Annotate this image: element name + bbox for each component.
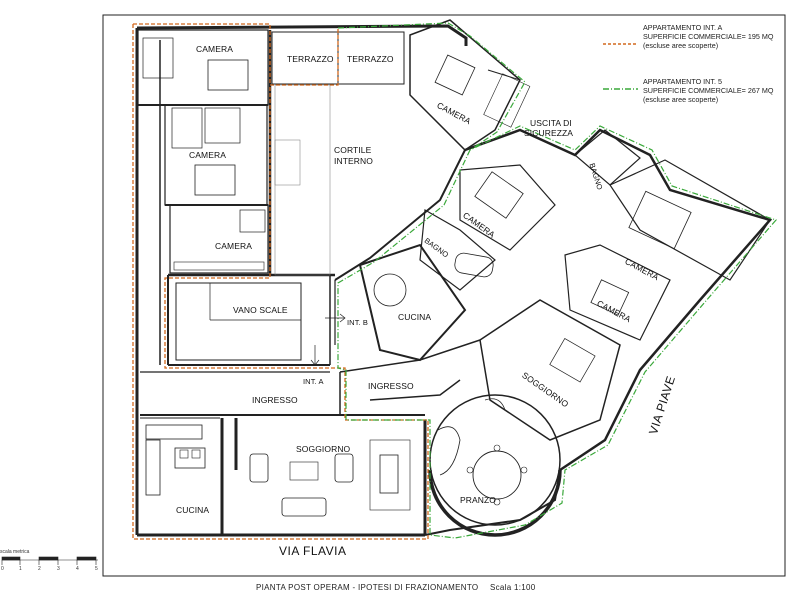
legend-a-area: SUPERFICIE COMMERCIALE= 195 MQ [643,32,774,41]
boundary-int-a [132,23,429,540]
room-label-int-a: INT. A [303,377,324,386]
room-label-sicurezza: SICUREZZA [524,128,574,138]
footer-scale: Scala 1:100 [490,583,536,592]
room-label-vano-scale: VANO SCALE [233,305,288,315]
room-label-cucina-left: CUCINA [176,505,210,515]
legend-b-title: APPARTAMENTO INT. 5 [643,77,722,86]
room-label-int-b: INT. B [347,318,369,327]
scale-tick-1: 1 [19,566,22,572]
room-label-camera-top-left: CAMERA [196,44,233,54]
right-building-walls [334,19,773,537]
scale-tick-5: 5 [95,566,98,572]
room-label-ingresso-right: INGRESSO [368,381,414,391]
scale-bar-title: scala metrica [0,549,30,555]
legend-b: APPARTAMENTO INT. 5 SUPERFICIE COMMERCIA… [643,77,773,104]
room-label-camera-left-mid: CAMERA [189,150,226,160]
room-label-camera-left-low: CAMERA [215,241,252,251]
scale-tick-3: 3 [57,566,60,572]
room-label-soggiorno-left: SOGGIORNO [296,444,351,454]
footer-title: PIANTA POST OPERAM - IPOTESI DI FRAZIONA… [256,583,479,592]
legend-a-note: (escluse aree scoperte) [643,41,719,50]
scale-tick-0: 0 [1,566,4,572]
room-label-terrazzo-1: TERRAZZO [287,54,334,64]
legend-a-title: APPARTAMENTO INT. A [643,23,723,32]
scale-tick-2: 2 [38,566,41,572]
room-label-ingresso-left: INGRESSO [252,395,298,405]
boundary-int-5 [337,22,778,539]
legend-a: APPARTAMENTO INT. A SUPERFICIE COMMERCIA… [643,23,773,50]
room-label-interno: INTERNO [334,156,373,166]
legend-b-area: SUPERFICIE COMMERCIALE= 267 MQ [643,86,774,95]
room-label-terrazzo-2: TERRAZZO [347,54,394,64]
room-label-pranzo: PRANZO [460,495,497,505]
room-label-uscita: USCITA DI [530,118,572,128]
legend-b-note: (escluse aree scoperte) [643,95,719,104]
scale-bar [1,556,98,565]
room-label-cortile: CORTILE [334,145,372,155]
scale-tick-4: 4 [76,566,79,572]
room-label-cucina-center: CUCINA [398,312,432,322]
entrance-arrows [310,313,346,366]
left-building-walls [135,24,468,537]
street-label-via-flavia: VIA FLAVIA [279,544,347,558]
